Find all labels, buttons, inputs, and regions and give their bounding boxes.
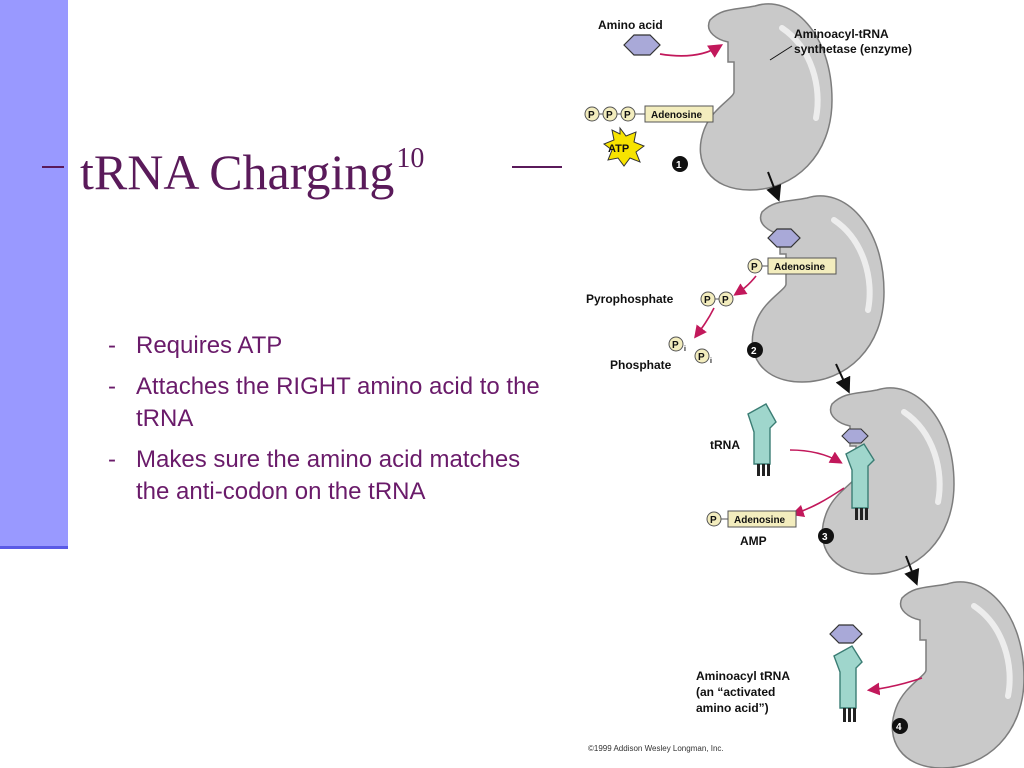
title-superscript: 10 [396,143,425,174]
atp-label: ATP [608,143,629,155]
step-number: 3 [822,532,828,543]
svg-text:P: P [588,110,595,121]
enzyme-label-line1: Aminoacyl-tRNA [794,27,889,41]
step4-group: Aminoacyl tRNA (an “activated amino acid… [696,582,1024,768]
amino-acid-hexagon [623,34,661,56]
pyrophosphate-label: Pyrophosphate [586,292,674,306]
bullet-item: -Requires ATP [108,330,558,362]
bound-trna [841,428,875,520]
side-band [0,0,68,546]
svg-text:i: i [710,358,712,365]
aminoacyl-label-line1: Aminoacyl tRNA [696,669,790,683]
adenosine-box [767,257,837,275]
release-arrow [866,677,923,696]
bullet-dash: - [108,332,116,359]
free-trna [747,403,777,476]
aminoacyl-trna-product [829,624,863,722]
title-rule-right [512,166,562,168]
svg-text:P: P [722,295,729,306]
copyright-text: ©1999 Addison Wesley Longman, Inc. [588,744,724,753]
slide-title-text: tRNA Charging [80,144,395,200]
bullet-dash: - [108,446,116,473]
bullet-item: -Makes sure the amino acid matches the a… [108,444,558,508]
svg-text:P: P [710,515,717,526]
pyrophosphate-arrow [733,275,757,296]
phosphate-arrow [694,307,715,339]
amp-arrow [790,487,845,518]
phosphate-label: Phosphate [610,358,672,372]
step-marker [672,156,688,172]
trna-label: tRNA [710,438,740,452]
svg-text:P: P [624,110,631,121]
title-rule-left [42,166,64,168]
step-arrow [904,555,920,586]
bullet-text: Requires ATP [136,332,283,359]
step3-group: tRNA P Adenosine AMP 3 [706,388,954,574]
adenosine-label: Adenosine [774,262,826,273]
trna-arrow [789,449,843,464]
step-marker [892,718,908,734]
amino-acid-arrow [659,44,724,58]
enzyme-shape [752,196,884,382]
step-number: 1 [676,160,682,171]
svg-text:P: P [698,352,705,363]
side-band-underline [0,546,68,549]
step-number: 4 [896,722,902,733]
bullet-dash: - [108,373,116,400]
amp-label: AMP [740,534,767,548]
adenosine-box [727,510,797,528]
slide-title: tRNA Charging10 [80,142,424,202]
svg-text:P: P [672,340,679,351]
phosphate-chain-atp: P P P Adenosine [584,105,714,123]
step-marker [747,342,763,358]
step-number: 2 [751,346,757,357]
step-marker [818,528,834,544]
svg-text:Adenosine: Adenosine [651,110,703,121]
svg-text:P: P [606,110,613,121]
enzyme-label-leader [769,45,793,61]
amino-acid-hexagon [767,228,801,248]
atp-burst [602,126,646,167]
enzyme-shape [822,388,954,574]
adenosine-label: Adenosine [734,515,786,526]
step1-group: Amino acid Aminoacyl-tRNA synthetase (en… [584,4,912,190]
aminoacyl-label-line2: (an “activated [696,685,775,699]
aminoacyl-label-line3: amino acid”) [696,701,769,715]
bullet-text: Makes sure the amino acid matches the an… [136,446,521,505]
svg-text:i: i [684,346,686,353]
step2-group: P Adenosine Pyrophosphate P P P i Phosph… [586,196,884,382]
enzyme-label-line2: synthetase (enzyme) [794,42,912,56]
bullet-item: -Attaches the RIGHT amino acid to the tR… [108,371,558,435]
bullet-text: Attaches the RIGHT amino acid to the tRN… [136,373,540,432]
step-arrow [835,363,851,394]
phosphate-symbol: P [751,262,758,273]
step-arrow [766,171,782,202]
enzyme-shape [892,582,1024,768]
svg-text:P: P [704,295,711,306]
bullet-list: -Requires ATP -Attaches the RIGHT amino … [108,330,558,517]
amino-acid-label: Amino acid [598,18,663,32]
